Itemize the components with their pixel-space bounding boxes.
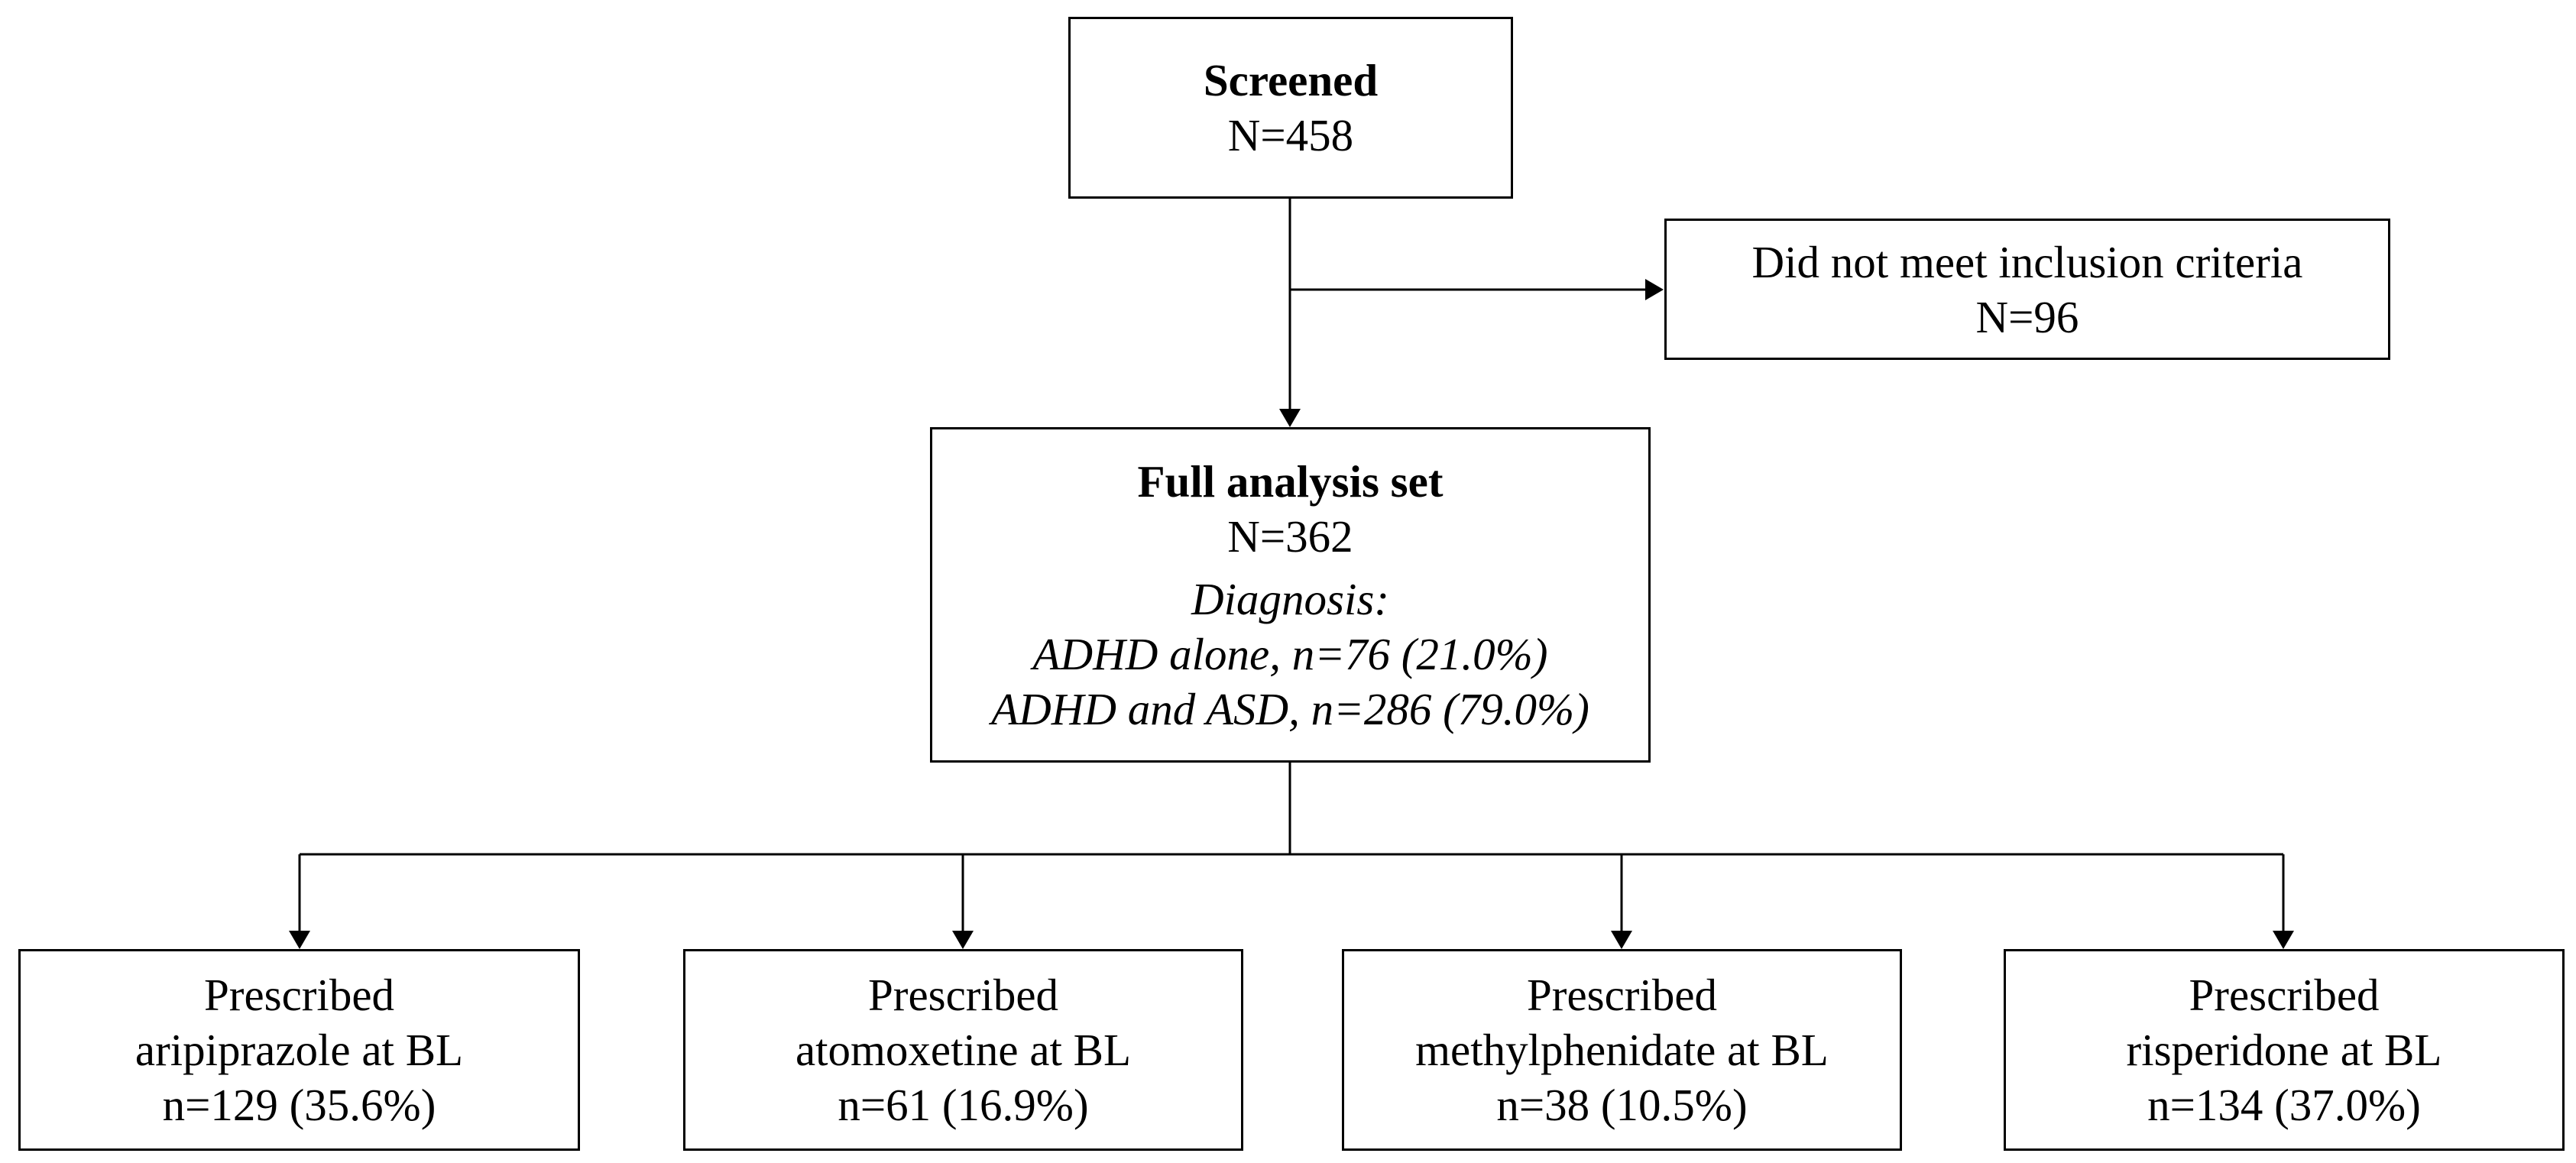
arm-drug: atomoxetine at BL bbox=[795, 1025, 1132, 1075]
arm-drug: methylphenidate at BL bbox=[1415, 1025, 1829, 1075]
fas-diagnosis-heading: Diagnosis: bbox=[1191, 573, 1389, 624]
arm-count: n=38 (10.5%) bbox=[1496, 1080, 1748, 1130]
excluded-label: Did not meet inclusion criteria bbox=[1751, 236, 2303, 287]
fas-diagnosis-adhd-alone: ADHD alone, n=76 (21.0%) bbox=[1032, 628, 1548, 679]
excluded-box: Did not meet inclusion criteria N=96 bbox=[1664, 219, 2390, 360]
arrowhead-arm-risperidone bbox=[2273, 931, 2294, 949]
fas-count: N=362 bbox=[1227, 510, 1353, 562]
arm-line1: Prescribed bbox=[867, 970, 1059, 1020]
arm-line1: Prescribed bbox=[203, 970, 395, 1020]
arm-line1: Prescribed bbox=[2189, 970, 2380, 1020]
screened-box: Screened N=458 bbox=[1068, 17, 1513, 199]
arm-box-methylphenidate: Prescribed methylphenidate at BL n=38 (1… bbox=[1342, 949, 1902, 1151]
excluded-count: N=96 bbox=[1975, 291, 2079, 342]
arm-line1: Prescribed bbox=[1526, 970, 1718, 1020]
arm-drug: risperidone at BL bbox=[2126, 1025, 2442, 1075]
screened-count: N=458 bbox=[1227, 110, 1354, 160]
arm-count: n=61 (16.9%) bbox=[838, 1080, 1089, 1130]
fas-diagnosis-adhd-asd: ADHD and ASD, n=286 (79.0%) bbox=[991, 683, 1589, 734]
arrowhead-to-fas bbox=[1279, 409, 1301, 427]
arm-count: n=129 (35.6%) bbox=[162, 1080, 436, 1130]
full-analysis-set-box: Full analysis set N=362 Diagnosis: ADHD … bbox=[930, 427, 1651, 763]
arrowhead-arm-aripiprazole bbox=[289, 931, 310, 949]
arrowhead-arm-atomoxetine bbox=[952, 931, 974, 949]
arm-drug: aripiprazole at BL bbox=[134, 1025, 464, 1075]
fas-title: Full analysis set bbox=[1137, 455, 1444, 507]
arm-box-risperidone: Prescribed risperidone at BL n=134 (37.0… bbox=[2004, 949, 2565, 1151]
arm-count: n=134 (37.0%) bbox=[2147, 1080, 2421, 1130]
arrowhead-arm-methylphenidate bbox=[1611, 931, 1632, 949]
arm-box-atomoxetine: Prescribed atomoxetine at BL n=61 (16.9%… bbox=[683, 949, 1243, 1151]
arm-box-aripiprazole: Prescribed aripiprazole at BL n=129 (35.… bbox=[18, 949, 580, 1151]
screened-title: Screened bbox=[1203, 55, 1379, 105]
arrowhead-to-excluded bbox=[1645, 279, 1664, 300]
